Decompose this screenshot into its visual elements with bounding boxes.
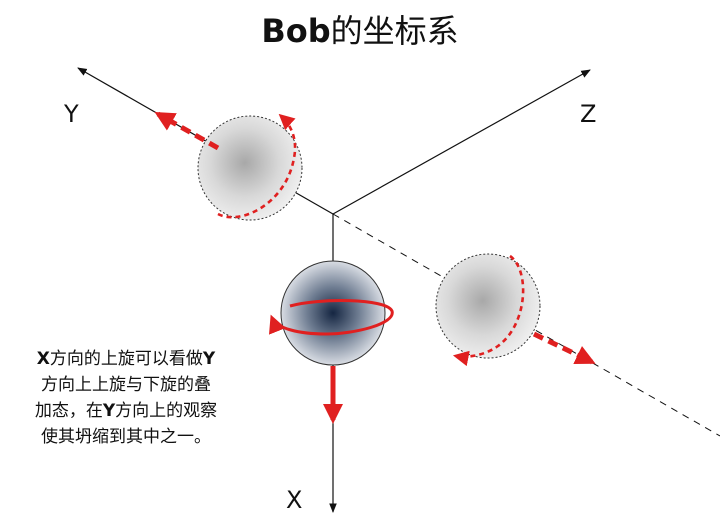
note-x-bold: X	[36, 349, 50, 369]
note-y-bold: Y	[202, 349, 216, 369]
y-spin-rotation-arrow	[217, 113, 297, 219]
y-spin-sphere	[197, 115, 303, 221]
y-axis-label: Y	[64, 100, 79, 128]
dashed-spin-arrow	[532, 331, 596, 365]
note-line-3-text-a: 加态，在	[34, 401, 103, 421]
x-axis-label: X	[286, 486, 303, 514]
note-line-3-text-b: 方向上的观察	[115, 401, 218, 421]
x-spin-rotation-arrow	[269, 299, 394, 336]
diagram-title: Bob的坐标系	[0, 6, 720, 52]
z-axis-line	[332, 69, 591, 215]
z-axis-label: Z	[580, 100, 597, 128]
note-line-1-text: 方向的上旋可以看做	[49, 349, 203, 369]
note-y-bold-2: Y	[102, 401, 116, 421]
note-line-2: 方向上上旋与下旋的叠	[41, 375, 211, 395]
y-spin-arrow	[154, 111, 220, 151]
note-line-3: 加态，在Y方向上的观察	[0, 398, 252, 424]
note-line-1: X方向的上旋可以看做Y	[0, 346, 252, 372]
dashed-spin-rotation-arrow	[452, 254, 525, 367]
x-spin-sphere	[280, 260, 386, 366]
dashed-spin-sphere	[435, 253, 541, 359]
explanation-note: X方向的上旋可以看做Y 方向上上旋与下旋的叠 加态，在Y方向上的观察 使其坍缩到…	[0, 346, 252, 450]
note-line-4: 使其坍缩到其中之一。	[41, 427, 211, 447]
title-bold-part: Bob	[261, 12, 331, 50]
title-rest: 的坐标系	[330, 12, 459, 50]
